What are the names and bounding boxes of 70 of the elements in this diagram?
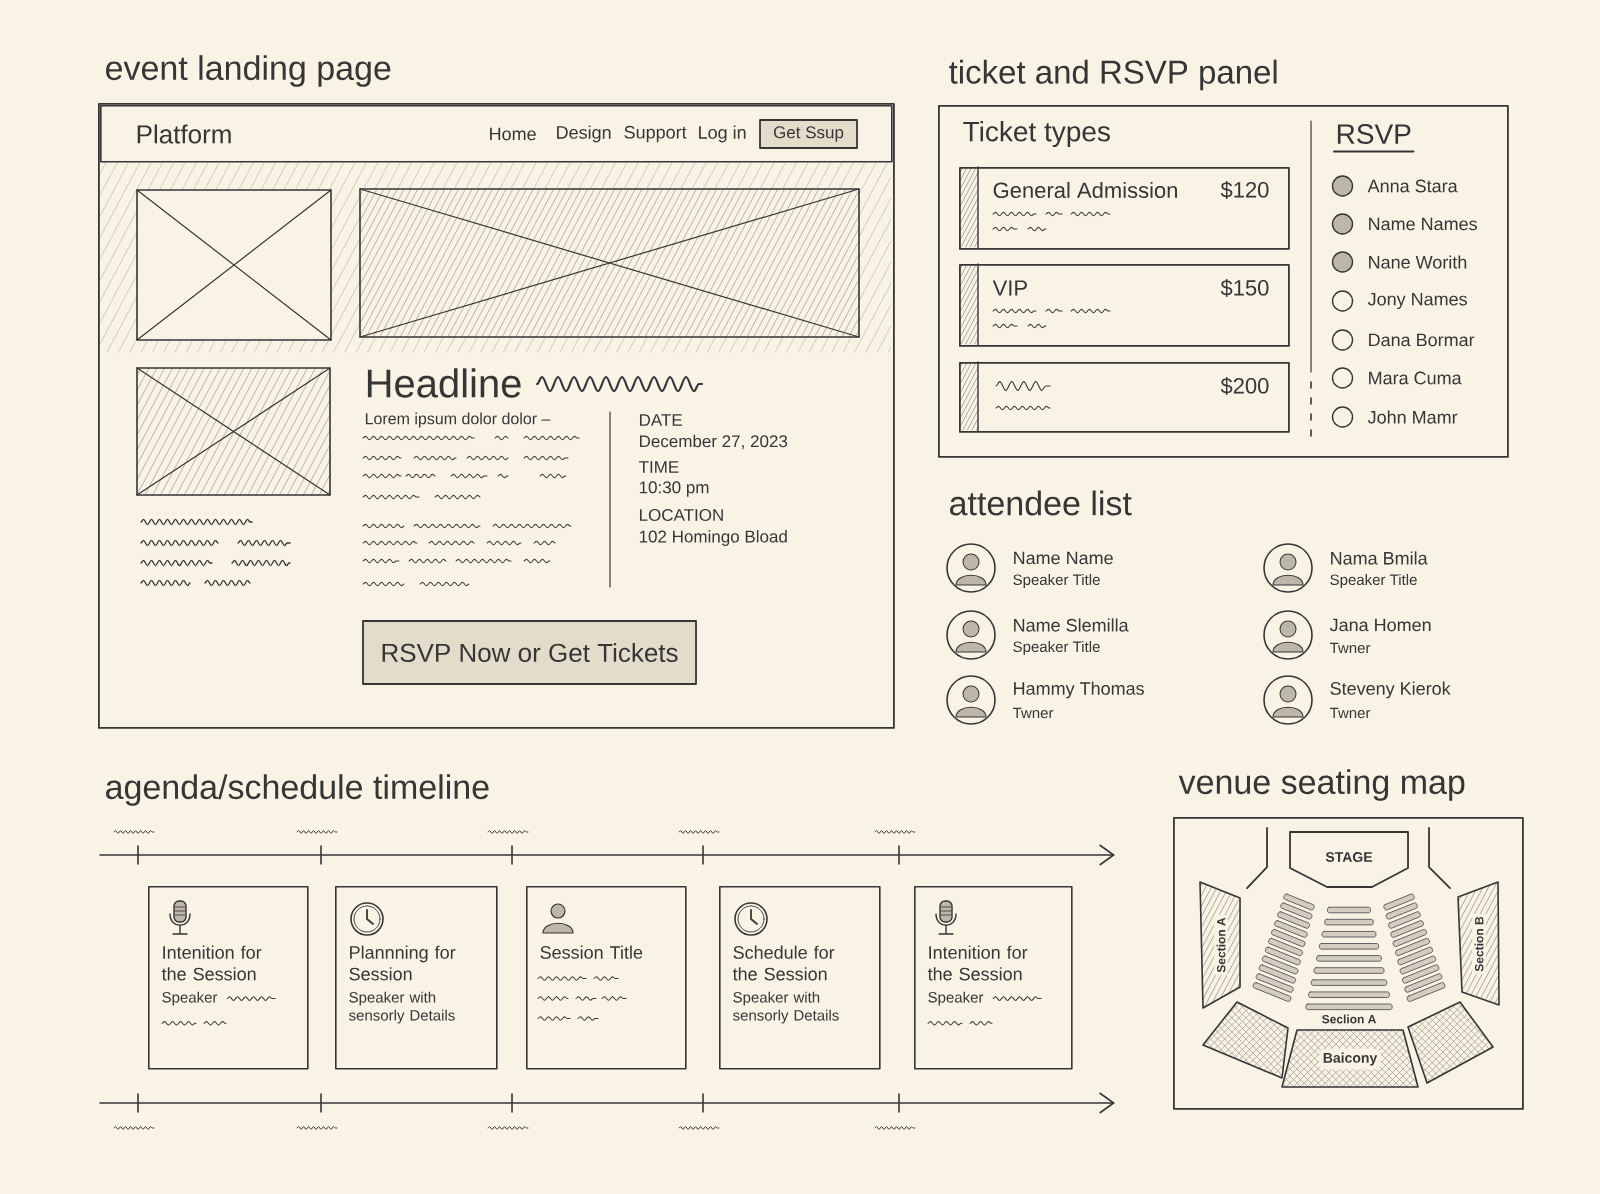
field-label: DATE — [640, 414, 682, 426]
person-name: Name Name — [1014, 551, 1113, 565]
field-label: TIME — [639, 461, 679, 473]
placeholder-scribble — [927, 1020, 993, 1026]
panel-heading: RSVP — [1333, 124, 1415, 153]
microphone-icon — [169, 900, 191, 935]
attendee-name: Name Names — [1369, 217, 1477, 231]
person-icon — [542, 903, 574, 934]
person-title: Twner — [1012, 707, 1054, 719]
attendee-name: Nane Worith — [1369, 255, 1467, 269]
nav-bar — [100, 105, 893, 163]
stage-block: STAGE — [1289, 831, 1409, 888]
person-name: Name Slemilla — [1014, 618, 1129, 632]
ticket-card: VIP $150 — [959, 263, 1290, 347]
session-card: Plannning for Session Speaker with sensorly Details — [335, 886, 498, 1070]
session-card: Schedule for the Session Speaker with sensorly Details — [719, 886, 881, 1070]
seating-section: Section B — [1457, 881, 1500, 1006]
person-name: Jana Homen — [1329, 618, 1431, 632]
field-value: 102 Homingo Bload — [639, 530, 787, 546]
placeholder-scribble — [995, 381, 1051, 411]
attendee-name: Dana Bormar — [1369, 333, 1475, 347]
attendee-name: Jony Names — [1367, 292, 1467, 310]
panel-heading: Ticket types — [963, 120, 1110, 148]
person-title: Twner — [1329, 707, 1371, 719]
placeholder-scribble — [226, 996, 276, 1001]
section-heading: ticket and RSVP panel — [949, 59, 1277, 91]
person-title: Speaker Title — [1013, 641, 1100, 655]
cta-button: RSVP Now or Get Tickets — [362, 620, 697, 685]
session-card: Intenition for the Session Speaker — [914, 886, 1073, 1070]
person-name: Hammy Thomas — [1014, 681, 1144, 699]
nav-link: Design — [557, 125, 611, 143]
placeholder-scribble — [992, 996, 1042, 1001]
section-heading: attendee list — [950, 490, 1132, 516]
clock-icon — [734, 902, 768, 936]
section-heading: agenda/schedule timeline — [106, 774, 489, 806]
section-heading: event landing page — [106, 55, 391, 87]
panel-frame — [938, 105, 1509, 458]
placeholder-scribble — [161, 1020, 227, 1026]
session-card: Session Title — [526, 886, 687, 1070]
body-text: Lorem ipsum dolor dolor – — [365, 412, 551, 428]
person-title: Speaker Title — [1013, 574, 1100, 588]
site-name: Platform — [137, 124, 231, 144]
person-name: Steveny Kierok — [1330, 681, 1451, 699]
nav-link: Home — [490, 127, 536, 141]
section-label: Seclion A — [1322, 1014, 1377, 1024]
signup-button: Get Ssup — [759, 119, 858, 149]
clock-icon — [350, 902, 384, 936]
placeholder-scribble — [992, 211, 1111, 232]
nav-link: Log in — [699, 125, 746, 143]
page-frame — [98, 103, 895, 729]
person-name: Nama Bmila — [1331, 551, 1428, 565]
microphone-icon — [935, 900, 957, 935]
attendee-name: John Mamr — [1367, 410, 1458, 424]
person-title: Twner — [1329, 642, 1371, 654]
person-title: Speaker Title — [1330, 574, 1417, 588]
session-card: Intenition for the Session Speaker — [148, 886, 309, 1070]
attendee-name: Anna Stara — [1367, 179, 1458, 193]
field-value: December 27, 2023 — [640, 434, 788, 450]
field-label: LOCATION — [640, 509, 723, 521]
seating-section: Section A — [1199, 881, 1241, 1009]
section-heading: venue seating map — [1178, 769, 1465, 801]
balcony-section: Baicony — [1281, 1029, 1419, 1088]
placeholder-scribble — [992, 308, 1111, 329]
placeholder-scribble — [537, 976, 627, 1021]
nav-link: Support — [624, 125, 687, 143]
attendee-name: Mara Cuma — [1369, 371, 1462, 385]
ticket-card: $200 — [959, 361, 1290, 433]
headline: Headline — [367, 368, 521, 398]
field-value: 10:30 pm — [639, 481, 709, 497]
ticket-card: General Admission $120 — [959, 166, 1290, 250]
